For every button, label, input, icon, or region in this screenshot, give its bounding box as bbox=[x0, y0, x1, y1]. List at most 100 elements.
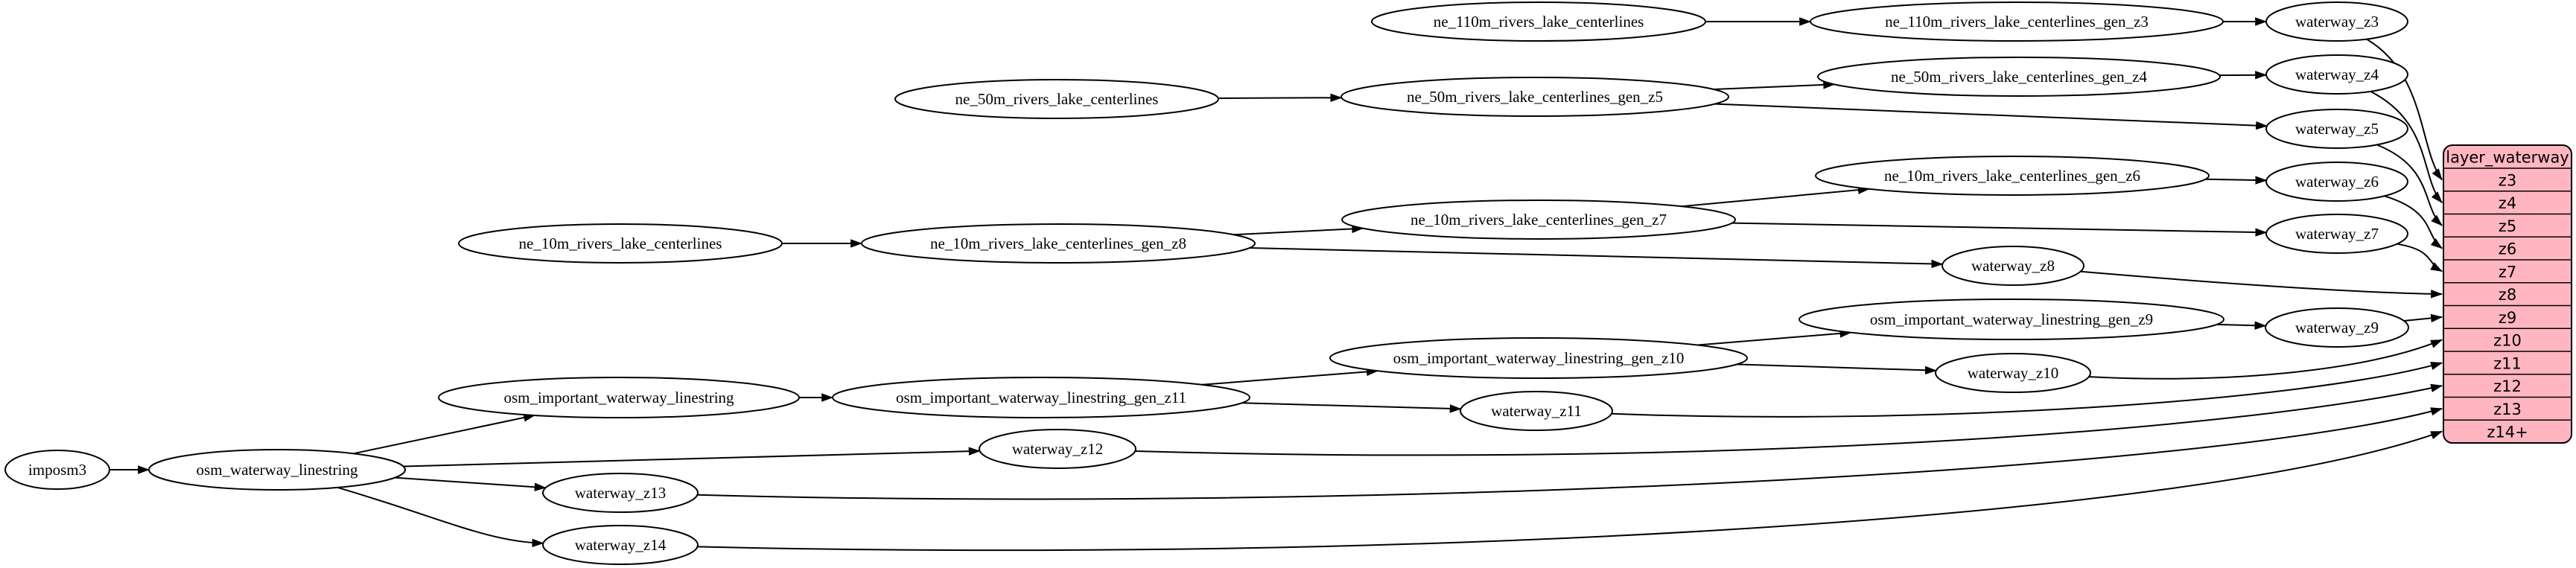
node-label-waterway_z4: waterway_z4 bbox=[2295, 66, 2379, 83]
edge-waterway_z8-to-layer_waterway-z8 bbox=[2080, 270, 2443, 299]
node-waterway_z13 bbox=[542, 473, 699, 513]
edge-waterway_z3-to-layer_waterway-z3 bbox=[2366, 38, 2443, 181]
edge-osm_important_waterway_linestring_gen_z11-to-osm_important_waterway_linestring_gen_z10 bbox=[1202, 367, 1378, 386]
edge-osm_waterway_linestring-to-waterway_z13 bbox=[395, 476, 547, 491]
node-ne_50m_rivers_lake_centerlines bbox=[894, 79, 1219, 119]
node-label-waterway_z14: waterway_z14 bbox=[575, 536, 667, 554]
node-imposm3 bbox=[4, 450, 110, 490]
node-ne_10m_rivers_lake_centerlines_gen_z8 bbox=[861, 223, 1256, 264]
edge-osm_waterway_linestring-to-osm_important_waterway_linestring bbox=[353, 413, 536, 455]
node-label-waterway_z10: waterway_z10 bbox=[1968, 364, 2058, 382]
edge-osm_important_waterway_linestring_gen_z10-to-osm_important_waterway_linestring_gen_z9 bbox=[1697, 329, 1852, 346]
edge-ne_10m_rivers_lake_centerlines_gen_z7-to-ne_10m_rivers_lake_centerlines_gen_z6 bbox=[1682, 185, 1870, 208]
record-row-z12: z12 bbox=[2493, 377, 2522, 395]
record-row-z6: z6 bbox=[2499, 240, 2516, 258]
edge-waterway_z12-to-layer_waterway-z12 bbox=[1135, 383, 2443, 456]
record-row-z5: z5 bbox=[2499, 217, 2516, 235]
edge-waterway_z13-to-layer_waterway-z13 bbox=[697, 407, 2443, 500]
record-row-z4: z4 bbox=[2499, 194, 2516, 212]
node-label-waterway_z11: waterway_z11 bbox=[1491, 402, 1582, 420]
record-row-z14+: z14+ bbox=[2487, 424, 2528, 441]
node-ne_10m_rivers_lake_centerlines_gen_z6 bbox=[1815, 156, 2210, 196]
node-label-osm_important_waterway_linestring_gen_z11: osm_important_waterway_linestring_gen_z1… bbox=[896, 389, 1186, 406]
node-waterway_z11 bbox=[1460, 391, 1613, 431]
node-ne_10m_rivers_lake_centerlines_gen_z7 bbox=[1341, 200, 1736, 240]
edge-ne_10m_rivers_lake_centerlines_gen_z8-to-waterway_z8 bbox=[1249, 247, 1944, 269]
edge-ne_10m_rivers_lake_centerlines_gen_z6-to-waterway_z6 bbox=[2205, 176, 2268, 185]
node-ne_110m_rivers_lake_centerlines_gen_z3 bbox=[1810, 1, 2224, 42]
edge-ne_50m_rivers_lake_centerlines_gen_z5-to-waterway_z5 bbox=[1714, 103, 2268, 130]
node-waterway_z8 bbox=[1941, 246, 2084, 286]
node-waterway_z10 bbox=[1935, 353, 2091, 393]
node-osm_important_waterway_linestring_gen_z11 bbox=[832, 377, 1250, 418]
node-ne_50m_rivers_lake_centerlines_gen_z4 bbox=[1817, 57, 2221, 97]
edge-osm_important_waterway_linestring_gen_z10-to-waterway_z10 bbox=[1737, 363, 1937, 375]
node-osm_waterway_linestring bbox=[148, 449, 406, 491]
record-node-layer: layer_waterwayz3z4z5z6z7z8z9z10z11z12z13… bbox=[2443, 144, 2572, 444]
node-label-ne_50m_rivers_lake_centerlines_gen_z5: ne_50m_rivers_lake_centerlines_gen_z5 bbox=[1407, 88, 1663, 106]
node-ne_10m_rivers_lake_centerlines bbox=[458, 223, 783, 264]
record-row-z9: z9 bbox=[2499, 309, 2516, 327]
node-waterway_z3 bbox=[2265, 1, 2408, 42]
node-label-ne_50m_rivers_lake_centerlines: ne_50m_rivers_lake_centerlines bbox=[955, 90, 1159, 108]
record-row-z13: z13 bbox=[2493, 401, 2522, 418]
node-label-ne_10m_rivers_lake_centerlines_gen_z6: ne_10m_rivers_lake_centerlines_gen_z6 bbox=[1884, 167, 2140, 185]
node-label-waterway_z3: waterway_z3 bbox=[2295, 13, 2379, 31]
record-row-z11: z11 bbox=[2493, 354, 2522, 372]
node-label-waterway_z9: waterway_z9 bbox=[2295, 319, 2379, 336]
edge-waterway_z11-to-layer_waterway-z11 bbox=[1611, 361, 2443, 418]
nodes-layer: imposm3 osm_waterway_linestring osm_import… bbox=[4, 1, 2409, 565]
node-waterway_z4 bbox=[2265, 54, 2408, 95]
record-layer_waterway bbox=[2443, 144, 2572, 444]
node-osm_important_waterway_linestring_gen_z9 bbox=[1799, 299, 2224, 340]
edge-waterway_z9-to-layer_waterway-z9 bbox=[2403, 313, 2443, 323]
node-label-waterway_z12: waterway_z12 bbox=[1012, 440, 1103, 458]
edge-osm_important_waterway_linestring_gen_z11-to-waterway_z11 bbox=[1241, 402, 1462, 413]
node-label-osm_important_waterway_linestring_gen_z9: osm_important_waterway_linestring_gen_z9 bbox=[1870, 310, 2153, 328]
edge-waterway_z4-to-layer_waterway-z4 bbox=[2370, 91, 2443, 203]
edge-waterway_z5-to-layer_waterway-z5 bbox=[2376, 144, 2443, 226]
node-label-ne_10m_rivers_lake_centerlines: ne_10m_rivers_lake_centerlines bbox=[519, 234, 722, 252]
node-label-ne_110m_rivers_lake_centerlines: ne_110m_rivers_lake_centerlines bbox=[1434, 13, 1644, 31]
record-row-z8: z8 bbox=[2499, 286, 2516, 304]
node-label-osm_important_waterway_linestring_gen_z10: osm_important_waterway_linestring_gen_z1… bbox=[1393, 349, 1685, 367]
node-label-waterway_z13: waterway_z13 bbox=[575, 484, 666, 502]
node-waterway_z14 bbox=[542, 525, 699, 565]
edge-osm_waterway_linestring-to-waterway_z12 bbox=[403, 447, 981, 468]
edge-ne_10m_rivers_lake_centerlines_gen_z7-to-waterway_z7 bbox=[1731, 222, 2268, 237]
node-ne_50m_rivers_lake_centerlines_gen_z5 bbox=[1341, 77, 1729, 117]
node-waterway_z7 bbox=[2265, 214, 2408, 254]
node-label-ne_50m_rivers_lake_centerlines_gen_z4: ne_50m_rivers_lake_centerlines_gen_z4 bbox=[1891, 68, 2148, 86]
node-osm_important_waterway_linestring_gen_z10 bbox=[1329, 337, 1748, 379]
node-label-waterway_z8: waterway_z8 bbox=[1971, 257, 2055, 275]
node-label-osm_important_waterway_linestring: osm_important_waterway_linestring bbox=[503, 389, 734, 406]
node-label-ne_10m_rivers_lake_centerlines_gen_z7: ne_10m_rivers_lake_centerlines_gen_z7 bbox=[1411, 211, 1667, 229]
edge-waterway_z10-to-layer_waterway-z10 bbox=[2088, 339, 2443, 380]
record-row-z10: z10 bbox=[2493, 332, 2522, 350]
record-row-z3: z3 bbox=[2499, 171, 2516, 189]
node-waterway_z12 bbox=[979, 429, 1136, 469]
record-row-z7: z7 bbox=[2499, 263, 2516, 281]
node-waterway_z9 bbox=[2265, 307, 2409, 348]
node-label-ne_110m_rivers_lake_centerlines_gen_z3: ne_110m_rivers_lake_centerlines_gen_z3 bbox=[1885, 13, 2149, 31]
node-label-ne_10m_rivers_lake_centerlines_gen_z8: ne_10m_rivers_lake_centerlines_gen_z8 bbox=[930, 234, 1186, 252]
node-label-waterway_z7: waterway_z7 bbox=[2295, 225, 2379, 243]
node-waterway_z6 bbox=[2265, 162, 2408, 202]
node-ne_110m_rivers_lake_centerlines bbox=[1371, 1, 1706, 42]
edge-ne_50m_rivers_lake_centerlines_gen_z5-to-ne_50m_rivers_lake_centerlines_gen_z4 bbox=[1714, 80, 1836, 90]
node-label-waterway_z5: waterway_z5 bbox=[2295, 120, 2379, 138]
node-label-imposm3: imposm3 bbox=[28, 461, 86, 479]
node-osm_important_waterway_linestring bbox=[438, 377, 800, 418]
edge-ne_10m_rivers_lake_centerlines_gen_z8-to-ne_10m_rivers_lake_centerlines_gen_z7 bbox=[1233, 224, 1364, 236]
edge-waterway_z14-to-layer_waterway-z14+ bbox=[697, 430, 2443, 552]
node-label-waterway_z6: waterway_z6 bbox=[2295, 173, 2379, 191]
edge-osm_waterway_linestring-to-waterway_z14 bbox=[337, 486, 544, 548]
node-label-osm_waterway_linestring: osm_waterway_linestring bbox=[197, 461, 358, 479]
edge-osm_important_waterway_linestring_gen_z9-to-waterway_z9 bbox=[2216, 321, 2267, 330]
edge-waterway_z7-to-layer_waterway-z7 bbox=[2397, 243, 2443, 272]
node-waterway_z5 bbox=[2265, 109, 2408, 149]
edge-waterway_z6-to-layer_waterway-z6 bbox=[2384, 195, 2443, 249]
edges-layer bbox=[109, 17, 2443, 552]
